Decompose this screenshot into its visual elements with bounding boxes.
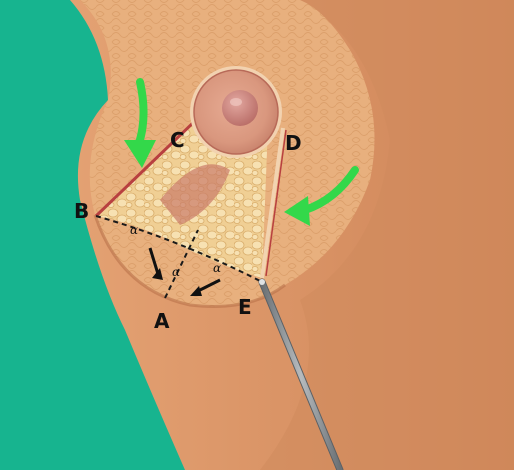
label-point-a: A bbox=[154, 309, 170, 333]
angle-label-e: α bbox=[213, 261, 221, 275]
label-point-e: E bbox=[238, 295, 252, 319]
nipple bbox=[222, 90, 258, 126]
label-point-d: D bbox=[285, 131, 302, 155]
angle-label-b: α bbox=[130, 223, 138, 237]
nipple-highlight bbox=[230, 98, 242, 106]
label-point-b: B bbox=[74, 199, 89, 223]
label-point-c: C bbox=[170, 128, 185, 152]
angle-label-a: α bbox=[172, 265, 180, 279]
